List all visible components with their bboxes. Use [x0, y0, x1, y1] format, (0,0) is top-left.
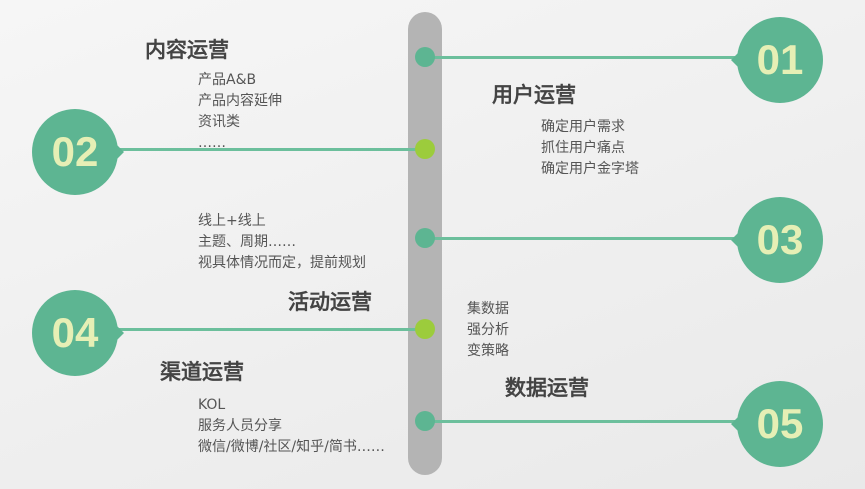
list-item: ……: [198, 135, 226, 151]
section-title-content-ops: 内容运营: [145, 38, 229, 62]
list-item: 抓住用户痛点: [541, 140, 625, 156]
section-title-user-ops: 用户运营: [492, 83, 576, 107]
connector-05: [425, 420, 745, 423]
number-badge-01: 01: [731, 17, 823, 103]
connector-04: [115, 328, 425, 331]
section-items-content-ops: 产品A&B 产品内容延伸 资讯类 ……: [198, 70, 282, 154]
list-item: 线上+线上: [198, 213, 266, 229]
list-item: 变策略: [467, 343, 509, 359]
section-title-activity-ops: 活动运营: [288, 290, 372, 314]
number-badge-05: 05: [731, 381, 823, 467]
timeline-dot-05: [415, 411, 435, 431]
number-badge-03: 03: [731, 197, 823, 283]
timeline-dot-04: [415, 319, 435, 339]
section-title-channel-ops: 渠道运营: [160, 360, 244, 384]
list-item: 微信/微博/社区/知乎/简书……: [198, 439, 385, 455]
timeline-dot-03: [415, 228, 435, 248]
list-item: 产品A&B: [198, 72, 257, 88]
timeline-dot-01: [415, 47, 435, 67]
list-item: 视具体情况而定，提前规划: [198, 255, 366, 271]
section-items-activity-ops: 线上+线上 主题、周期…… 视具体情况而定，提前规划: [198, 211, 366, 274]
section-items-user-ops: 确定用户需求 抓住用户痛点 确定用户金字塔: [541, 117, 639, 180]
list-item: KOL: [198, 397, 226, 413]
list-item: 主题、周期……: [198, 234, 296, 250]
timeline-dot-02: [415, 139, 435, 159]
section-items-data-ops: 集数据 强分析 变策略: [467, 299, 509, 362]
list-item: 资讯类: [198, 114, 240, 130]
list-item: 确定用户需求: [541, 119, 625, 135]
number-badge-04: 04: [32, 290, 124, 376]
connector-03: [425, 237, 745, 240]
connector-02: [115, 148, 425, 151]
list-item: 集数据: [467, 301, 509, 317]
section-title-data-ops: 数据运营: [505, 376, 589, 400]
list-item: 确定用户金字塔: [541, 161, 639, 177]
number-badge-02: 02: [32, 109, 124, 195]
list-item: 产品内容延伸: [198, 93, 282, 109]
list-item: 强分析: [467, 322, 509, 338]
connector-01: [425, 56, 745, 59]
section-items-channel-ops: KOL 服务人员分享 微信/微博/社区/知乎/简书……: [198, 395, 385, 458]
list-item: 服务人员分享: [198, 418, 282, 434]
